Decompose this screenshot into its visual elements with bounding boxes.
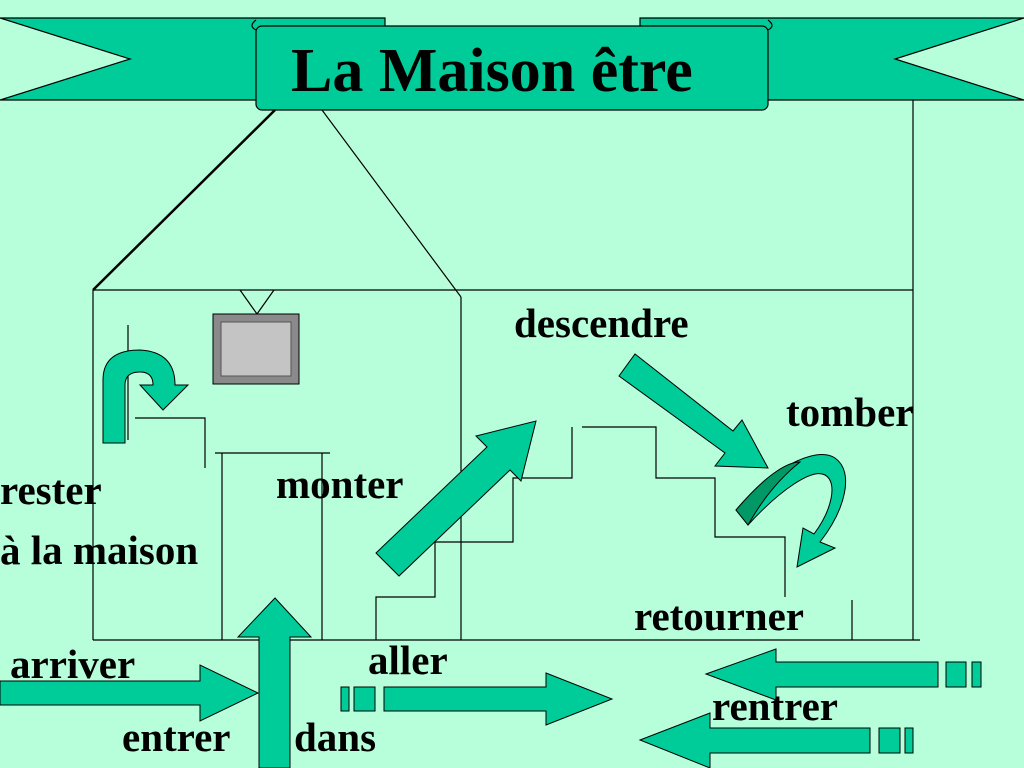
television [212, 289, 300, 385]
label-arriver: arriver [10, 641, 136, 687]
label-rentrer: rentrer [712, 683, 838, 729]
label-descendre: descendre [514, 300, 689, 346]
label-entrer: entrer [122, 714, 231, 760]
label-monter: monter [276, 461, 404, 507]
rentrer-arrow [638, 712, 914, 768]
stairs-up [375, 427, 573, 640]
entrer-arrow [236, 597, 313, 768]
label-rester-line2: à la maison [0, 527, 199, 573]
monter-arrow [375, 420, 537, 577]
label-rester-line1: rester [0, 467, 102, 513]
diagram-title: La Maison être [291, 37, 693, 105]
descendre-arrow [618, 353, 769, 469]
rester-arrow [102, 349, 190, 444]
label-retourner: retourner [634, 593, 805, 639]
banner-center [255, 25, 769, 111]
aller-arrow [340, 672, 614, 726]
roof-right-edge [321, 109, 462, 298]
roof-left-edge [92, 109, 276, 291]
label-dans: dans [294, 714, 377, 760]
arriver-arrow [0, 664, 260, 722]
tomber-arrow [735, 454, 847, 568]
house-outline [92, 100, 920, 641]
left-step [135, 417, 206, 468]
label-aller: aller [368, 637, 448, 683]
label-tomber: tomber [786, 389, 914, 435]
title-banner [0, 17, 1024, 111]
retourner-arrow [704, 648, 982, 701]
stairs-down [582, 426, 786, 597]
